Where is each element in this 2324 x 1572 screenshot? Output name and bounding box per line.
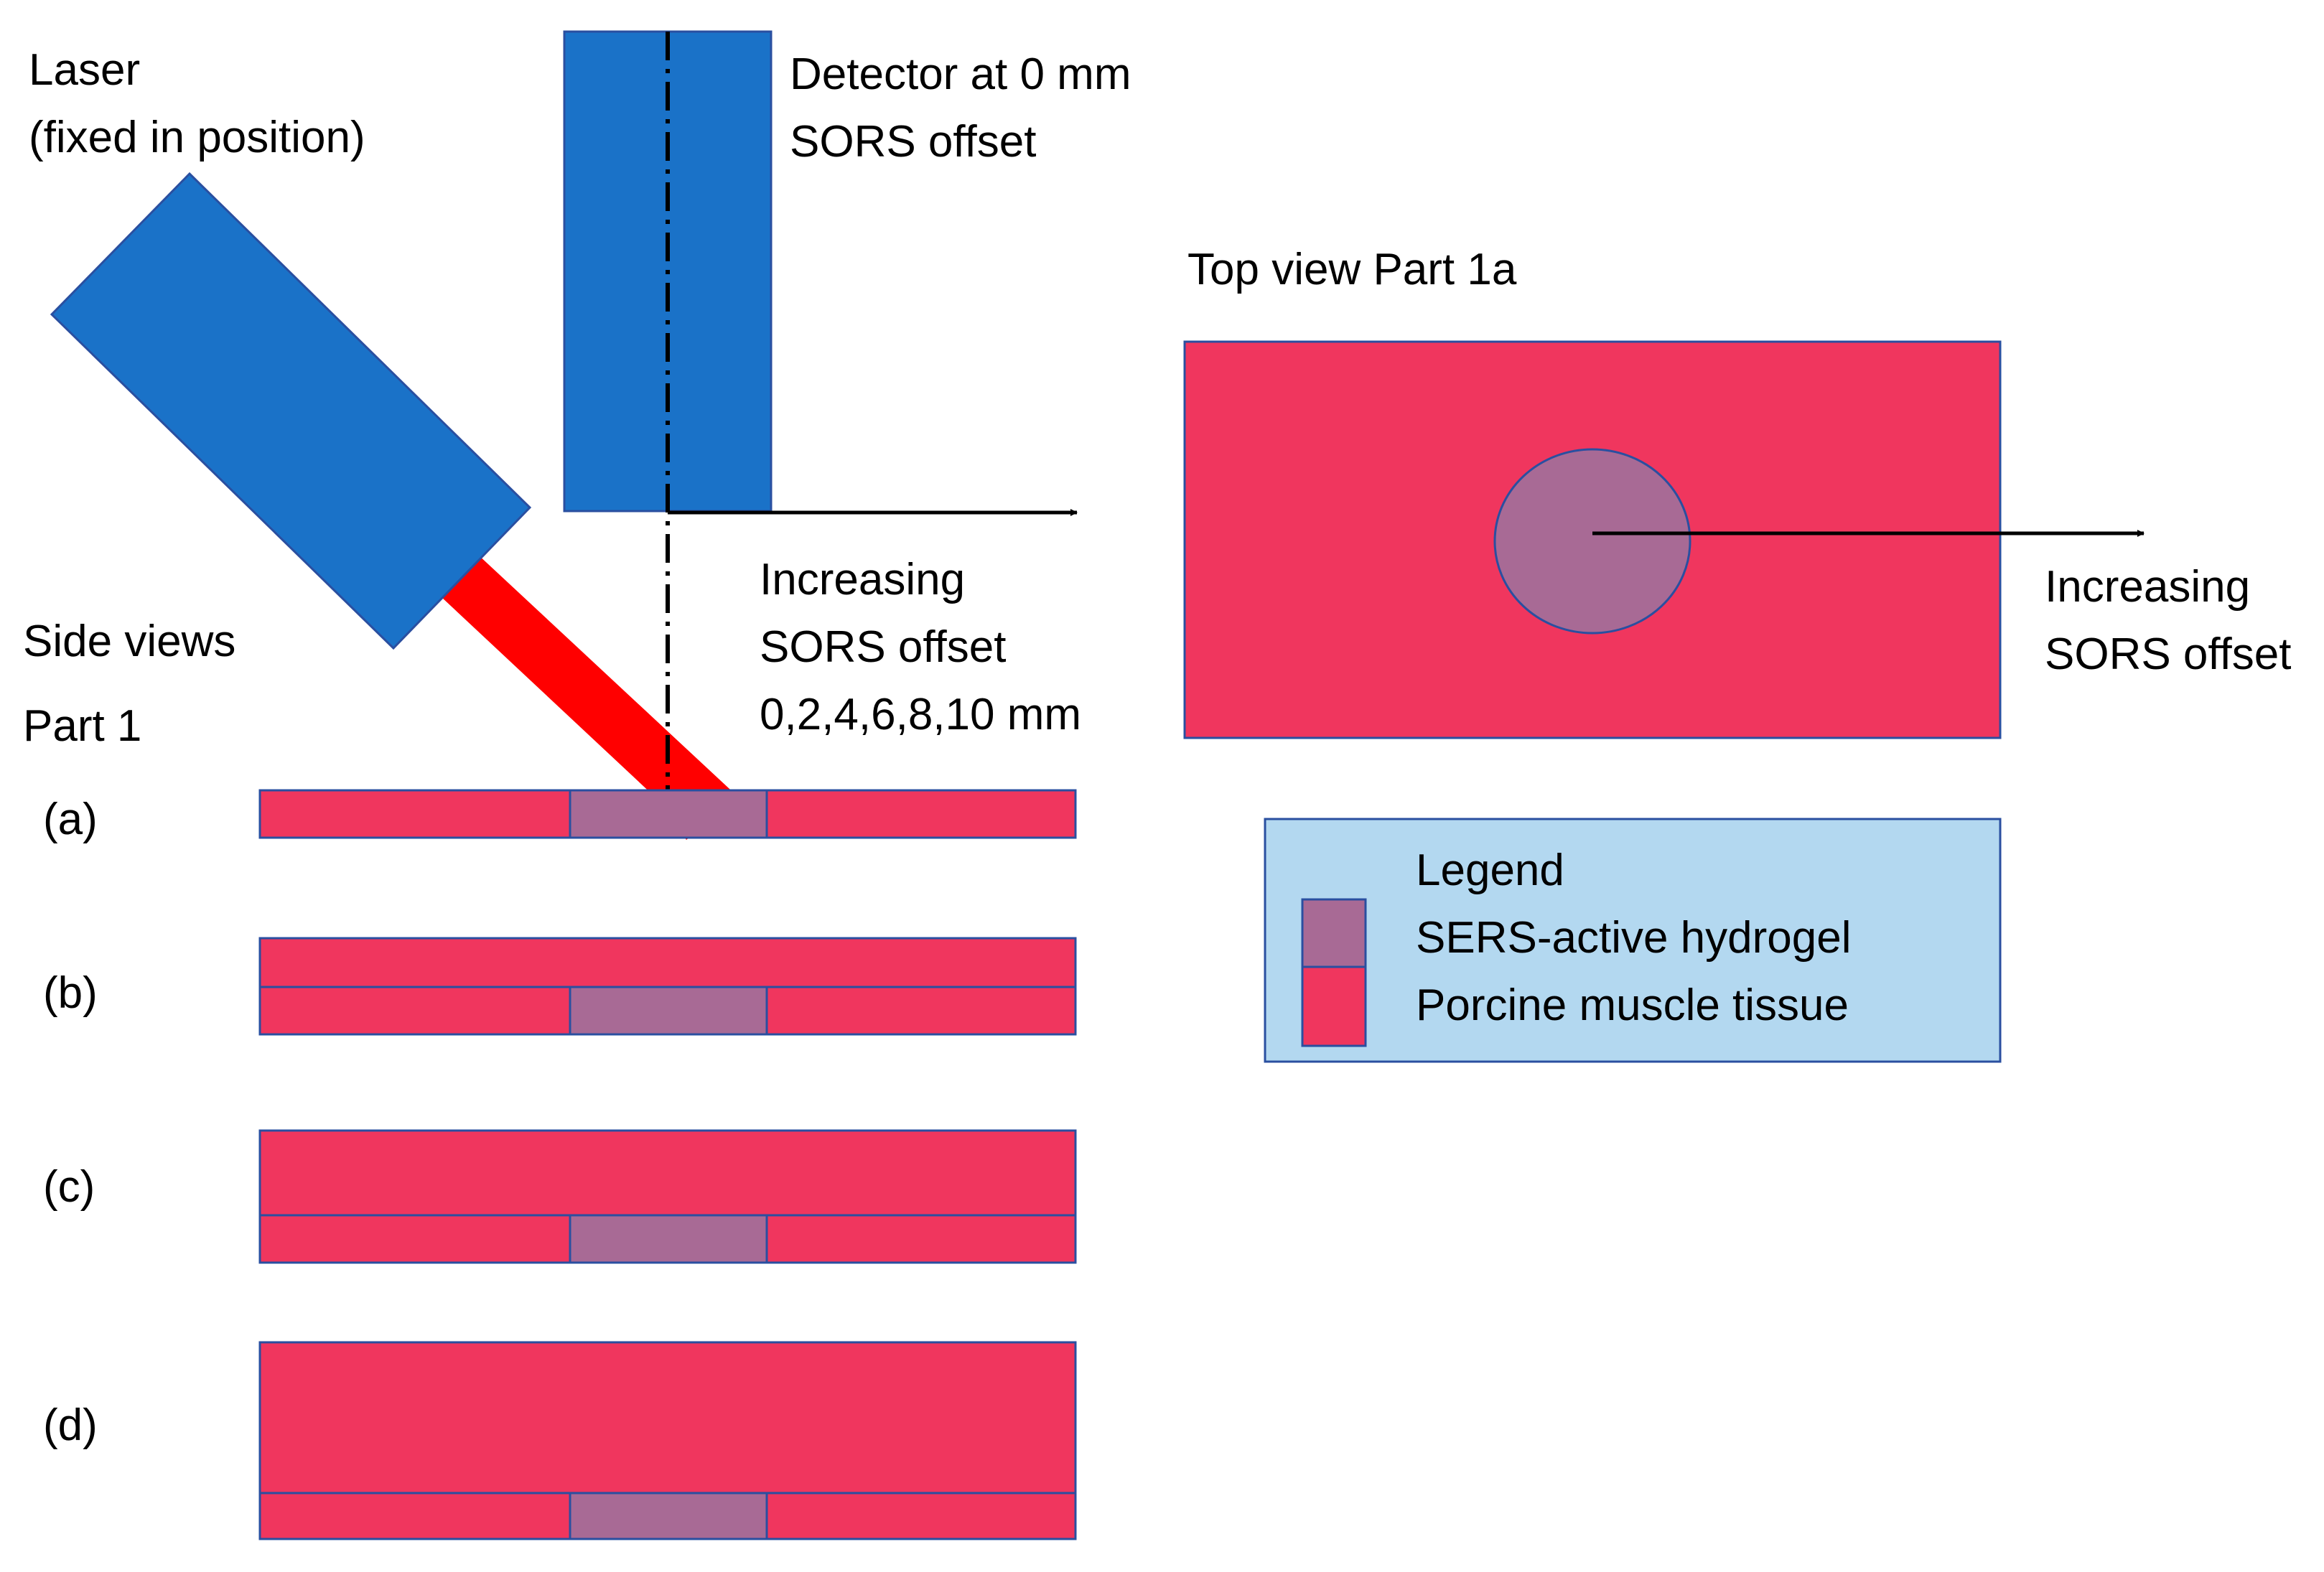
legend-box bbox=[1264, 818, 2002, 1063]
top-increasing-line2: SORS offset bbox=[2045, 630, 2291, 679]
side-view-c bbox=[258, 1129, 1077, 1264]
top-view-title: Top view Part 1a bbox=[1187, 245, 1517, 294]
hydrogel-layer bbox=[569, 986, 768, 1036]
laser-note: (fixed in position) bbox=[29, 113, 365, 162]
legend-swatch-hydrogel bbox=[1301, 898, 1367, 968]
tissue-layer bbox=[765, 1492, 1077, 1540]
hydrogel-layer bbox=[569, 789, 768, 839]
part-label: Part 1 bbox=[23, 701, 141, 751]
tissue-cover-layer bbox=[258, 1129, 1077, 1217]
top-view-hydrogel bbox=[1493, 448, 1691, 635]
row-label-d: (d) bbox=[43, 1400, 98, 1450]
side-views-label: Side views bbox=[23, 617, 235, 666]
laser-beam bbox=[442, 554, 739, 840]
detector-label-line1: Detector at 0 mm bbox=[790, 50, 1131, 99]
row-label-b: (b) bbox=[43, 968, 98, 1018]
tissue-cover-layer bbox=[258, 937, 1077, 988]
top-increasing-line1: Increasing bbox=[2045, 562, 2250, 612]
legend-swatch-tissue bbox=[1301, 965, 1367, 1047]
legend-label-tissue: Porcine muscle tissue bbox=[1416, 981, 1849, 1030]
increasing-offset-line3: 0,2,4,6,8,10 mm bbox=[760, 690, 1081, 739]
increasing-offset-line2: SORS offset bbox=[760, 622, 1006, 672]
increasing-offset-line1: Increasing bbox=[760, 555, 965, 604]
legend-title: Legend bbox=[1416, 846, 1564, 895]
tissue-cover-layer bbox=[258, 1341, 1077, 1494]
legend-label-hydrogel: SERS-active hydrogel bbox=[1416, 913, 1852, 963]
hydrogel-layer bbox=[569, 1214, 768, 1264]
laser-label: Laser bbox=[29, 45, 140, 95]
tissue-layer bbox=[258, 986, 571, 1036]
tissue-layer bbox=[765, 1214, 1077, 1264]
tissue-layer bbox=[765, 986, 1077, 1036]
tissue-layer bbox=[258, 789, 571, 839]
tissue-layer bbox=[765, 789, 1077, 839]
detector-label-line2: SORS offset bbox=[790, 117, 1036, 167]
row-label-a: (a) bbox=[43, 795, 98, 844]
side-view-a bbox=[258, 789, 1077, 839]
legend: Legend SERS-active hydrogel Porcine musc… bbox=[1264, 818, 2002, 1063]
tissue-layer bbox=[258, 1492, 571, 1540]
tissue-layer bbox=[258, 1214, 571, 1264]
laser-body bbox=[50, 172, 532, 650]
side-view-b bbox=[258, 937, 1077, 1036]
row-label-c: (c) bbox=[43, 1162, 95, 1212]
side-view-d bbox=[258, 1341, 1077, 1540]
hydrogel-layer bbox=[569, 1492, 768, 1540]
top-view bbox=[1183, 340, 2145, 739]
